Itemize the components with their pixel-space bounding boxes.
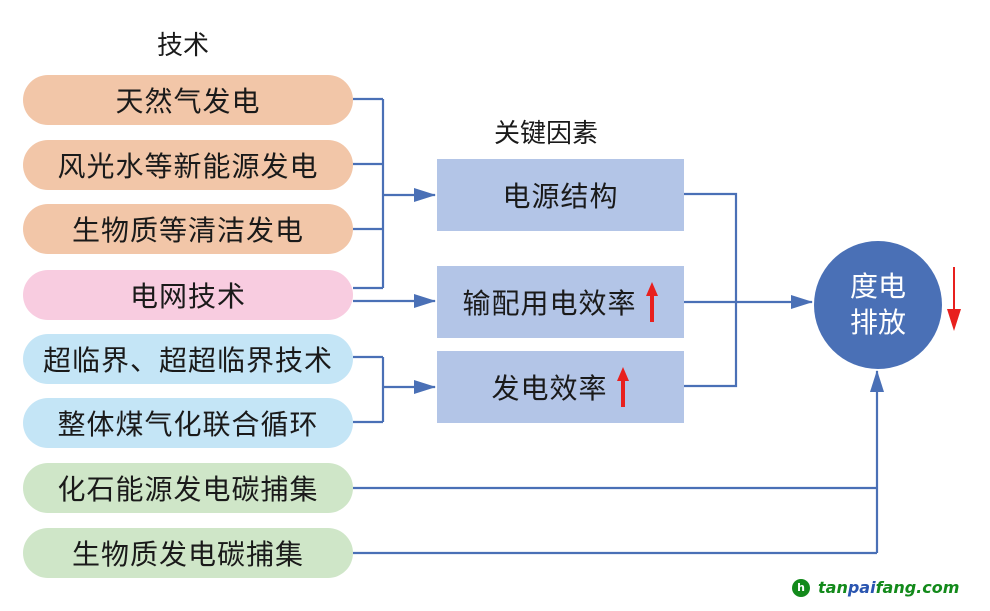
watermark: h tanpaifang.com [792, 578, 959, 597]
tech-label: 生物质发电碳捕集 [71, 538, 304, 571]
tech-label: 整体煤气化联合循环 [57, 408, 319, 441]
tech-igcc: 整体煤气化联合循环 [23, 398, 353, 448]
tech-grid: 电网技术 [23, 270, 353, 320]
technology-heading: 技术 [157, 31, 210, 61]
outcome-line2: 排放 [849, 306, 906, 339]
outcome-line1: 度电 [849, 270, 906, 303]
connector-power-structure-out [684, 192, 738, 388]
tech-label: 化石能源发电碳捕集 [57, 473, 319, 506]
site-logo-icon: h [792, 578, 810, 597]
factor-transmission-efficiency: 输配用电效率 [437, 266, 684, 338]
key-factors-heading: 关键因素 [494, 119, 599, 149]
tech-label: 天然气发电 [115, 85, 261, 118]
tech-label: 风光水等新能源发电 [57, 150, 319, 183]
tech-biomass-ccs: 生物质发电碳捕集 [23, 528, 353, 578]
factor-label: 发电效率 [491, 372, 608, 405]
tech-fossil-ccs: 化石能源发电碳捕集 [23, 463, 353, 513]
tech-label: 电网技术 [129, 280, 246, 313]
factor-label: 电源结构 [502, 180, 619, 213]
tech-renewables: 风光水等新能源发电 [23, 140, 353, 190]
trend-up-icon [645, 282, 658, 322]
watermark-text: tanpaifang.com [818, 578, 960, 597]
factor-generation-efficiency: 发电效率 [437, 351, 684, 423]
tech-natural-gas: 天然气发电 [23, 75, 353, 125]
outcome-emission-per-kwh: 度电 排放 [814, 241, 942, 369]
tech-label: 超临界、超超临界技术 [42, 344, 333, 377]
factor-label: 输配用电效率 [462, 287, 637, 320]
tech-biomass-clean: 生物质等清洁发电 [23, 204, 353, 254]
trend-up-icon [616, 367, 629, 407]
trend-down-icon [947, 267, 961, 331]
factor-power-structure: 电源结构 [437, 159, 684, 231]
tech-supercritical: 超临界、超超临界技术 [23, 334, 353, 384]
tech-label: 生物质等清洁发电 [71, 214, 304, 247]
